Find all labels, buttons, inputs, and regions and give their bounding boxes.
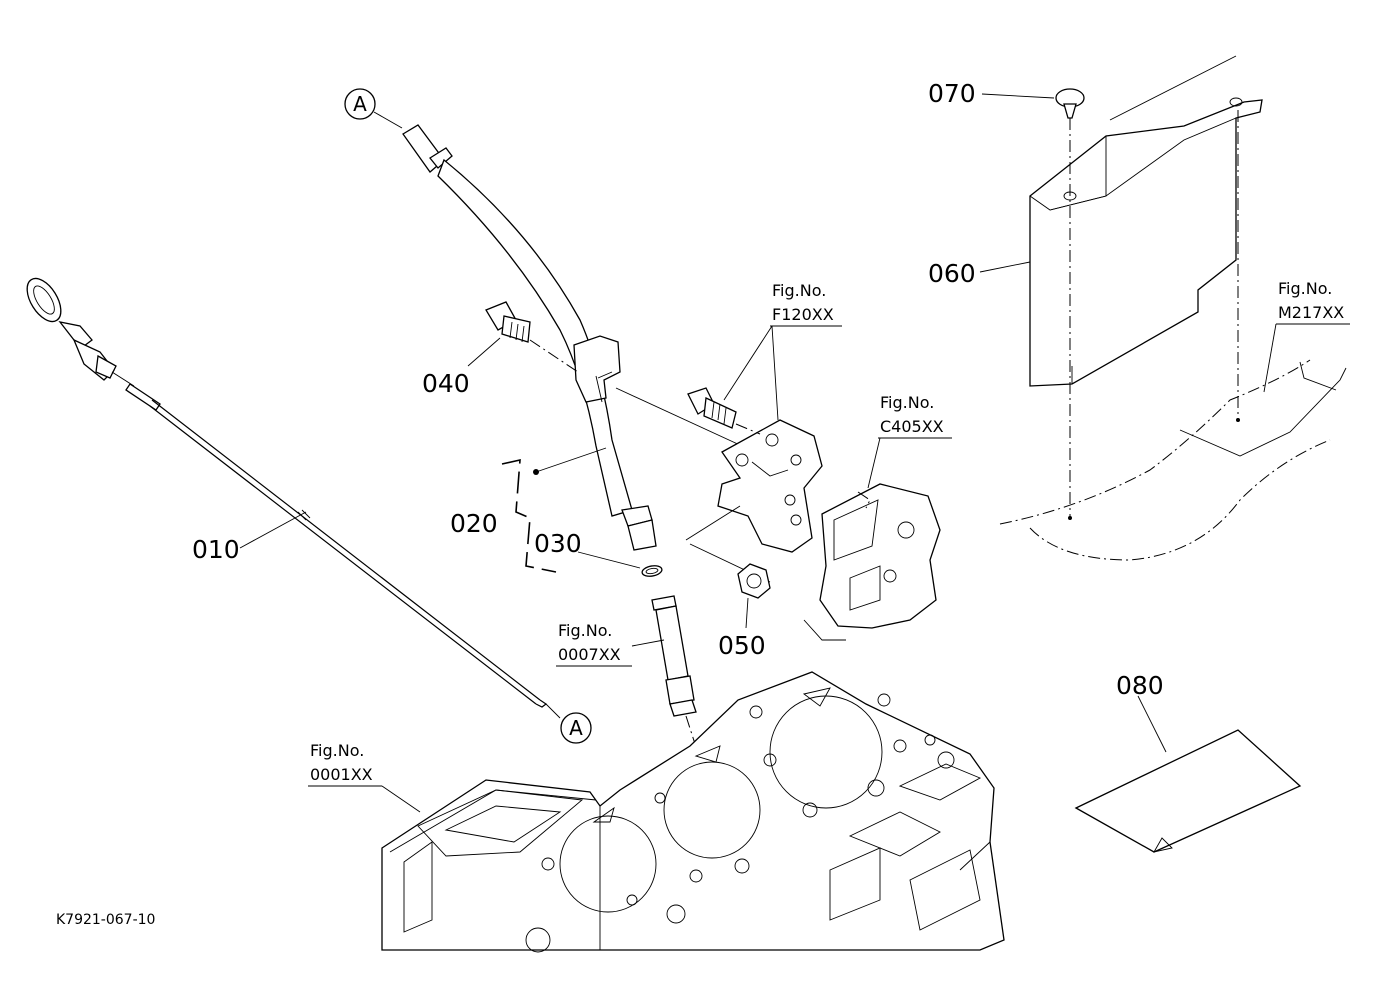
part-label-030: 030 [534,529,582,558]
frame-m217 [999,110,1347,561]
callout-a-bottom-label: A [569,716,583,740]
callout-a-top-label: A [353,92,367,116]
cylinder-block [381,671,1005,953]
part-label-070: 070 [928,79,976,108]
fig-ref-0001xx: Fig.No. 0001XX [308,741,421,813]
fig-ref-0007xx-code: 0007XX [558,645,621,664]
fig-ref-f120xx-prefix: Fig.No. [772,281,826,300]
o-ring-030 [577,551,663,577]
fig-ref-0007xx: Fig.No. 0007XX [556,621,632,667]
fig-ref-0007xx-prefix: Fig.No. [558,621,612,640]
part-label-020: 020 [450,509,498,538]
fig-ref-c405xx-code: C405XX [880,417,944,436]
cover-plate-060 [1029,55,1263,387]
fig-ref-f120xx: Fig.No. F120XX [723,281,842,421]
fig-ref-f120xx-code: F120XX [772,305,834,324]
part-label-080: 080 [1116,671,1164,700]
engine-part-c405 [803,483,941,641]
part-label-040: 040 [422,369,470,398]
part-label-010: 010 [192,535,240,564]
rivet-070 [981,88,1085,520]
guide-tube-020 [402,124,657,573]
lower-tube [631,595,747,903]
fig-ref-c405xx: Fig.No. C405XX [867,393,952,489]
dipstick-010 [26,277,561,719]
bolt-040 [467,301,743,447]
fig-ref-m217xx: Fig.No. M217XX [1263,279,1350,393]
bracket-f120 [685,387,823,583]
fig-ref-m217xx-prefix: Fig.No. [1278,279,1332,298]
label-sheet-080 [1074,695,1302,853]
drawing-id: K7921-067-10 [56,912,155,928]
callout-a-top: A [344,88,403,129]
fig-ref-0001xx-prefix: Fig.No. [310,741,364,760]
part-label-050: 050 [718,631,766,660]
nut-050 [737,563,771,629]
callout-a-bottom: A [560,712,592,744]
part-label-060: 060 [928,259,976,288]
fig-ref-m217xx-code: M217XX [1278,303,1344,322]
fig-ref-c405xx-prefix: Fig.No. [880,393,934,412]
fig-ref-0001xx-code: 0001XX [310,765,373,784]
